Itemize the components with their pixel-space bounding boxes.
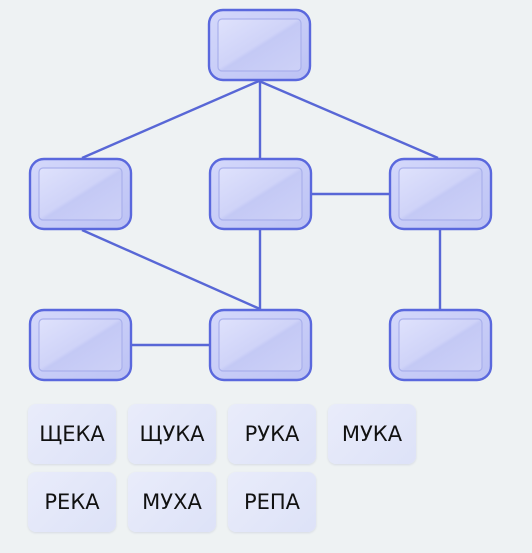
word-tile-label: МУХА <box>142 490 202 514</box>
node-drop-area <box>38 167 123 221</box>
node-drop-area <box>218 318 303 372</box>
word-tile-shcheka[interactable]: ЩЕКА <box>28 404 116 464</box>
edge-top-to-mid-left <box>81 79 260 160</box>
word-tile-ruka[interactable]: РУКА <box>228 404 316 464</box>
word-tile-muka[interactable]: МУКА <box>328 404 416 464</box>
node-drop-area <box>38 318 123 372</box>
edge-top-to-mid-right <box>258 79 439 160</box>
node-slot-top[interactable] <box>207 8 312 82</box>
node-drop-area <box>218 167 303 221</box>
node-slot-mid-right[interactable] <box>388 157 493 231</box>
word-tile-label: ЩЕКА <box>39 422 105 446</box>
word-tile-reka[interactable]: РЕКА <box>28 472 116 532</box>
node-slot-mid-left[interactable] <box>28 157 133 231</box>
node-slot-bottom-left[interactable] <box>28 308 133 382</box>
node-drop-area <box>217 18 302 72</box>
word-tile-label: МУКА <box>341 422 403 446</box>
word-tile-label: ЩУКА <box>139 422 205 446</box>
word-graph <box>28 8 493 382</box>
node-slot-bottom-center[interactable] <box>208 308 313 382</box>
word-tile-shchuka[interactable]: ЩУКА <box>128 404 216 464</box>
word-tile-label: РЕПА <box>243 490 301 514</box>
word-tile-label: РУКА <box>244 422 300 446</box>
word-tile-mukha[interactable]: МУХА <box>128 472 216 532</box>
node-slot-mid-center[interactable] <box>208 157 313 231</box>
node-slot-bottom-right[interactable] <box>388 308 493 382</box>
word-tile-label: РЕКА <box>44 490 100 514</box>
node-drop-area <box>398 167 483 221</box>
edge-mid-left-to-bottom-center <box>81 228 261 311</box>
node-drop-area <box>398 318 483 372</box>
word-tile-repa[interactable]: РЕПА <box>228 472 316 532</box>
